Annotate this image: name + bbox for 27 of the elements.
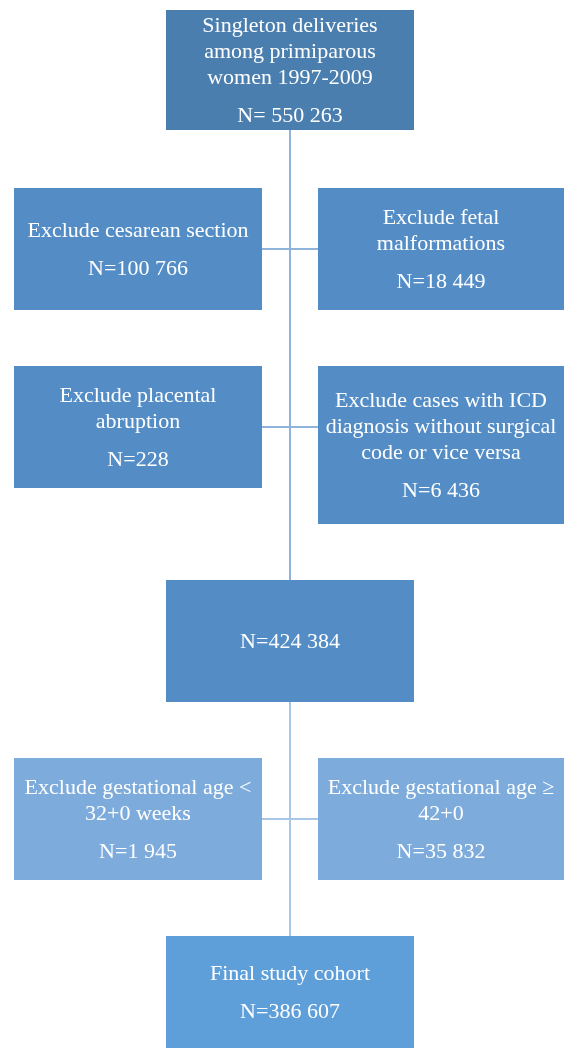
process-box (166, 936, 414, 1048)
connector-line (289, 701, 291, 937)
count-text: N=6 436 (402, 477, 480, 503)
count-text: N= 550 263 (237, 102, 343, 128)
process-box (318, 188, 564, 310)
box-heading: Exclude gestational age ≥ 42+0 (326, 774, 556, 826)
process-box (14, 366, 262, 488)
box-heading: Exclude fetal malformations (375, 204, 507, 256)
box-heading: N=424 384 (240, 628, 340, 654)
box-heading: Exclude cases with ICD diagnosis without surgical code or vice versa (324, 387, 558, 465)
process-box (318, 366, 564, 524)
box-heading: Exclude gestational age < 32+0 weeks (23, 774, 253, 826)
process-box (14, 188, 262, 310)
count-text: N=35 832 (396, 838, 486, 864)
count-text: N=100 766 (88, 255, 188, 281)
box-heading: Exclude placental abruption (58, 382, 218, 434)
count-text: N=1 945 (99, 838, 177, 864)
box-heading: Singleton deliveries among primiparous women 1997-2009 (201, 12, 379, 90)
count-text: N=18 449 (396, 268, 486, 294)
count-text: N=228 (107, 446, 169, 472)
box-heading: Exclude cesarean section (27, 217, 249, 243)
process-box (166, 10, 414, 130)
process-box (14, 758, 262, 880)
process-box (318, 758, 564, 880)
box-heading: Final study cohort (209, 960, 371, 986)
count-text: N=386 607 (240, 998, 340, 1024)
process-box (166, 580, 414, 702)
